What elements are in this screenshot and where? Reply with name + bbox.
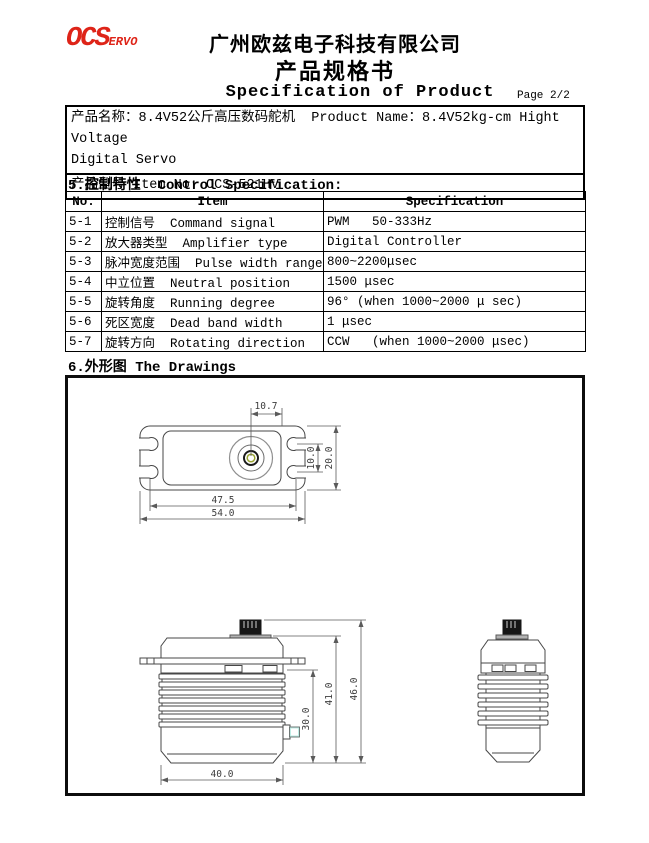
spline-base <box>495 634 529 640</box>
cell-no: 5-1 <box>65 211 102 232</box>
product-name-row: 产品名称：8.4V52公斤高压数码舵机 Product Name：8.4V52k… <box>67 107 583 175</box>
side-view-drawing: 30.0 41.0 46.0 40.0 <box>139 619 366 785</box>
dim-label-lower-height: 30.0 <box>301 707 312 730</box>
logo-ocs-text: OCS <box>66 24 111 54</box>
dim-label-case-height: 41.0 <box>324 682 335 705</box>
dim-label-total-length: 54.0 <box>212 508 235 519</box>
mount-slot <box>139 465 159 479</box>
table-row: 5-3 脉冲宽度范围 Pulse width range 800~2200μse… <box>65 251 586 272</box>
top-view-drawing: 10.7 47.5 54.0 10.0 20.0 <box>139 401 341 524</box>
mount-slot <box>286 437 306 451</box>
cell-no: 5-3 <box>65 251 102 272</box>
section6-title: 6.外形图 The Drawings <box>68 360 237 376</box>
table-row: 5-2 放大器类型 Amplifier type Digital Control… <box>65 231 586 252</box>
product-name-line2: Digital Servo <box>71 153 177 168</box>
company-name: 广州欧兹电子科技有限公司 <box>209 34 461 56</box>
drawings-frame: 10.7 47.5 54.0 10.0 20.0 <box>65 375 585 796</box>
cell-item: 死区宽度 Dead band width <box>101 311 324 332</box>
heatsink-fins <box>158 673 286 728</box>
cell-no: 5-5 <box>65 291 102 312</box>
cell-no: 5-6 <box>65 311 102 332</box>
table-header-row: No. Item Specification <box>65 191 586 212</box>
cell-item: 中立位置 Neutral position <box>101 271 324 292</box>
cell-no: 5-7 <box>65 331 102 352</box>
col-header-no: No. <box>65 191 102 212</box>
dim-label-total-height: 46.0 <box>349 677 360 700</box>
table-row: 5-1 控制信号 Command signal PWM 50-333Hz <box>65 211 586 232</box>
col-header-item: Item <box>101 191 324 212</box>
cell-spec: PWM 50-333Hz <box>323 211 586 232</box>
cell-item: 旋转角度 Running degree <box>101 291 324 312</box>
table-row: 5-5 旋转角度 Running degree 96° (when 1000~2… <box>65 291 586 312</box>
cell-spec: CCW (when 1000~2000 μsec) <box>323 331 586 352</box>
item-no-row: 产品型号 Item No: OCS-521HV <box>71 178 279 193</box>
cell-item: 控制信号 Command signal <box>101 211 324 232</box>
ocservo-logo: OCSERVO <box>66 26 137 53</box>
spline-gear <box>239 619 262 636</box>
table-row: 5-7 旋转方向 Rotating direction CCW (when 10… <box>65 331 586 352</box>
table-row: 5-6 死区宽度 Dead band width 1 μsec <box>65 311 586 332</box>
page-number: Page 2/2 <box>517 90 570 102</box>
dim-label-case-length: 40.0 <box>211 769 234 780</box>
dim-label-mount-span: 47.5 <box>212 495 235 506</box>
dim-label-case-width: 20.0 <box>324 446 335 469</box>
section5-title: 5.控制特性 Control Specification: <box>68 178 343 194</box>
table-row: 5-4 中立位置 Neutral position 1500 μsec <box>65 271 586 292</box>
cell-spec: 96° (when 1000~2000 μ sec) <box>323 291 586 312</box>
cell-no: 5-4 <box>65 271 102 292</box>
control-spec-table: No. Item Specification 5-1 控制信号 Command … <box>65 191 586 352</box>
dim-label-slot-pitch: 10.0 <box>306 446 317 469</box>
cell-item: 脉冲宽度范围 Pulse width range <box>101 251 324 272</box>
mount-slot <box>286 465 306 479</box>
cell-item: 旋转方向 Rotating direction <box>101 331 324 352</box>
logo-ervo-text: ERVO <box>108 35 138 49</box>
end-view-drawing <box>477 619 549 763</box>
col-header-spec: Specification <box>323 191 586 212</box>
dim-label-shaft-offset: 10.7 <box>255 401 278 412</box>
product-name-line1: 产品名称：8.4V52公斤高压数码舵机 Product Name：8.4V52k… <box>71 111 568 147</box>
cell-spec: 800~2200μsec <box>323 251 586 272</box>
cell-spec: 1500 μsec <box>323 271 586 292</box>
mount-slot <box>139 437 159 451</box>
product-info-box: 产品名称：8.4V52公斤高压数码舵机 Product Name：8.4V52k… <box>65 105 585 200</box>
cell-spec: 1 μsec <box>323 311 586 332</box>
output-shaft <box>228 435 274 481</box>
doc-title-cn: 产品规格书 <box>274 59 395 84</box>
cell-no: 5-2 <box>65 231 102 252</box>
connector <box>282 724 300 740</box>
spline-gear <box>502 619 522 636</box>
spec-title: Specification of Product <box>225 83 495 102</box>
heatsink-fins <box>477 674 549 726</box>
cell-spec: Digital Controller <box>323 231 586 252</box>
cell-item: 放大器类型 Amplifier type <box>101 231 324 252</box>
servo-technical-drawing: 10.7 47.5 54.0 10.0 20.0 <box>139 401 549 785</box>
